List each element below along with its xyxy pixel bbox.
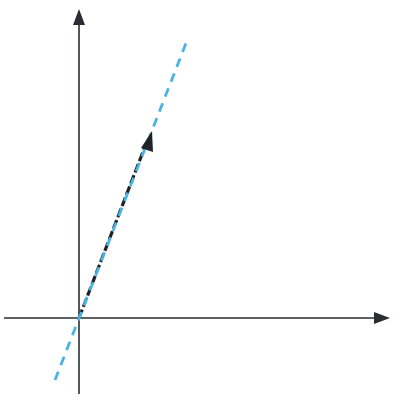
y-axis [73,9,85,394]
x-axis [4,312,390,324]
x-axis-arrowhead [374,312,390,324]
span-line [53,37,190,381]
y-axis-arrowhead [73,9,85,25]
vector-arrowhead [141,131,153,152]
